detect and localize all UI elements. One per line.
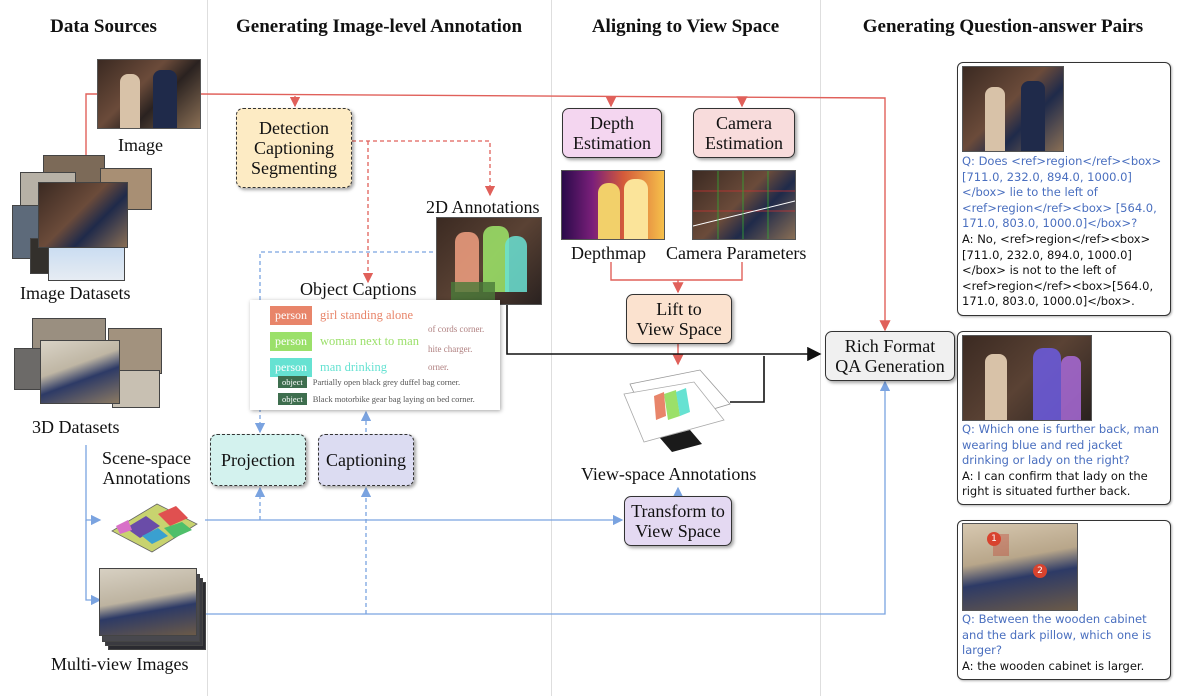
caption-row: person woman next to man <box>270 332 419 351</box>
header-data-sources: Data Sources <box>50 16 157 37</box>
qa-text: Q: Does <ref>region</ref><box>[711.0, 23… <box>962 154 1166 310</box>
caption-text-small: Partially open black grey duffel bag cor… <box>312 377 461 387</box>
caption-row: person man drinking <box>270 358 387 377</box>
qa-image: 1 2 <box>962 523 1078 611</box>
image-datasets-label: Image Datasets <box>20 283 131 303</box>
caption-text-small: Black motorbike gear bag laying on bed c… <box>312 394 475 404</box>
arrow-2d-to-rich <box>506 300 822 362</box>
image-label: Image <box>118 135 163 155</box>
captioning-box: Captioning <box>318 434 414 486</box>
rich-line2: QA Generation <box>835 356 945 376</box>
2d-annotations-label: 2D Annotations <box>426 197 540 217</box>
camera-parameters-image <box>692 170 796 240</box>
header-view-space: Aligning to View Space <box>591 16 780 37</box>
caption-tag: person <box>270 358 312 377</box>
qa-question: Q: Which one is further back, man wearin… <box>962 422 1160 468</box>
header-qa-pairs: Generating Question-answer Pairs <box>862 16 1144 37</box>
camera-line2: Estimation <box>705 133 783 153</box>
arrow-3d-to-multiview <box>85 520 102 606</box>
caption-row: person girl standing alone <box>270 306 413 325</box>
scene-space-line1: Scene-space <box>102 448 191 468</box>
multi-view-label: Multi-view Images <box>51 654 189 674</box>
2d-annotations-image <box>436 217 542 305</box>
scene-space-pointcloud <box>102 486 204 556</box>
camera-line1: Camera <box>716 112 772 133</box>
qa-image <box>962 335 1092 421</box>
caption-text: girl standing alone <box>320 308 414 322</box>
qa-answer: A: No, <ref>region</ref><box>[711.0, 232… <box>962 231 1154 309</box>
arrow-detection-to-2d <box>352 140 496 197</box>
lift-line2: View Space <box>636 319 722 339</box>
qa-question: Q: Between the wooden cabinet and the da… <box>962 612 1152 658</box>
header-image-annotation: Generating Image-level Annotation <box>235 16 523 37</box>
caption-tag: person <box>270 306 312 325</box>
lift-line1: Lift to <box>656 298 702 319</box>
detection-line2: Captioning <box>254 137 334 158</box>
depth-line2: Estimation <box>573 133 651 153</box>
depth-line1: Depth <box>590 112 634 133</box>
caption-tag-small: object <box>278 376 307 388</box>
caption-fragment: hite charger. <box>428 344 473 354</box>
arrow-viewspace-to-rich <box>730 356 765 403</box>
rich-line1: Rich Format <box>844 335 936 356</box>
qa-question: Q: Does <ref>region</ref><box>[711.0, 23… <box>962 154 1162 231</box>
view-space-visual <box>620 364 734 456</box>
depth-estimation-box: Depth Estimation <box>562 108 662 158</box>
rich-format-qa-box: Rich Format QA Generation <box>825 331 955 381</box>
transform-line1: Transform to <box>631 500 725 521</box>
arrow-depth-to-lift <box>610 262 743 292</box>
transform-line2: View Space <box>635 521 721 541</box>
depthmap-image <box>561 170 665 240</box>
object-captions-label: Object Captions <box>300 279 417 299</box>
camera-estimation-box: Camera Estimation <box>693 108 795 158</box>
camera-parameters-label: Camera Parameters <box>666 243 807 263</box>
transform-to-view-space-box: Transform to View Space <box>624 496 732 546</box>
arrow-2d-to-projection <box>254 251 440 434</box>
image-thumbnail <box>97 59 201 129</box>
caption-text: man drinking <box>320 360 388 374</box>
caption-row-small: object Partially open black grey duffel … <box>278 376 460 388</box>
arrow-3d-to-scene <box>85 445 102 526</box>
qa-text: Q: Between the wooden cabinet and the da… <box>962 612 1166 674</box>
caption-text: woman next to man <box>320 334 419 348</box>
qa-image <box>962 66 1064 152</box>
qa-answer: A: the wooden cabinet is larger. <box>962 658 1145 673</box>
caption-row-small: object Black motorbike gear bag laying o… <box>278 393 475 405</box>
column-divider <box>551 0 552 696</box>
arrow-multiview-to-rich <box>205 380 891 615</box>
column-divider <box>207 0 208 696</box>
caption-fragment: orner. <box>428 362 449 372</box>
caption-tag: person <box>270 332 312 351</box>
detection-line1: Detection <box>259 117 329 138</box>
detection-line3: Segmenting <box>251 158 337 179</box>
scene-space-line2: Annotations <box>102 468 191 488</box>
qa-answer: A: I can confirm that lady on the right … <box>962 468 1148 499</box>
qa-text: Q: Which one is further back, man wearin… <box>962 422 1166 500</box>
scene-space-label: Scene-space Annotations <box>102 448 191 488</box>
caption-fragment: of cords corner. <box>428 324 485 334</box>
detection-box: Detection Captioning Segmenting <box>236 108 352 188</box>
view-space-annotations-label: View-space Annotations <box>581 464 757 484</box>
depthmap-label: Depthmap <box>571 243 646 263</box>
caption-tag-small: object <box>278 393 307 405</box>
projection-box: Projection <box>210 434 306 486</box>
region-marker: 2 <box>1033 564 1047 578</box>
region-marker: 1 <box>987 532 1001 546</box>
lift-to-view-space-box: Lift to View Space <box>626 294 732 344</box>
3d-datasets-label: 3D Datasets <box>32 417 120 437</box>
